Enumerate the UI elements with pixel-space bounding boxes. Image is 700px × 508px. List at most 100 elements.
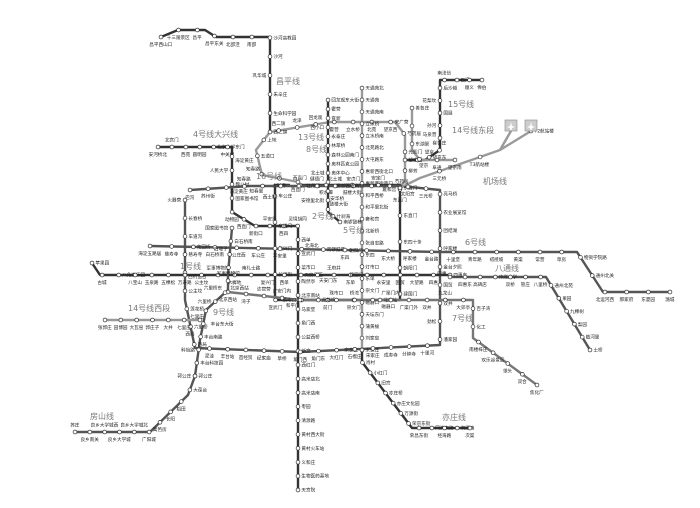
station[interactable]: 六里桥 [198,298,218,305]
station[interactable]: 角门西 [295,320,316,327]
station[interactable]: 东直门 [397,212,418,219]
station-marker[interactable] [256,245,261,251]
station[interactable]: 西单 [295,236,311,243]
station[interactable]: 健德门 [310,175,324,189]
station[interactable]: 果园 [556,296,572,302]
station[interactable]: 首经贸 [239,347,253,361]
station[interactable]: 石榴庄 [348,347,362,360]
station[interactable]: 天通苑 [359,97,380,104]
station-marker[interactable] [325,188,331,194]
station[interactable]: 西土城 [263,183,283,201]
station[interactable]: 天宫院 [295,487,316,494]
station[interactable]: 良乡大学城 [108,429,131,443]
station-marker[interactable] [447,274,453,280]
station[interactable]: 顺义 [465,77,475,91]
station[interactable]: 奥体中心 [325,170,350,177]
station-marker[interactable] [434,157,440,163]
station-marker[interactable] [325,170,331,176]
station[interactable]: 褡裢坡 [490,249,504,263]
station-marker[interactable] [417,157,422,162]
station[interactable]: 巩华城 [252,72,273,79]
station[interactable]: 虎坊桥 [316,297,336,304]
station-marker[interactable] [182,234,188,239]
station[interactable]: 次渠 [465,425,475,439]
station[interactable]: 北宫门 [165,136,179,150]
station[interactable]: 广渠门外 [400,297,419,311]
station[interactable]: 西二旗 [272,120,286,133]
station-marker[interactable] [166,317,171,323]
station[interactable]: 双井 [422,297,432,311]
station[interactable]: 芍药居 [387,178,409,189]
station-marker[interactable] [520,372,525,377]
station-marker[interactable] [211,144,216,150]
station-marker[interactable] [295,446,301,451]
station-marker[interactable] [359,169,365,174]
station[interactable]: 公主坟 [182,287,203,294]
station[interactable]: 肖村 [360,359,376,366]
station-marker[interactable] [157,420,163,425]
station-marker[interactable] [198,334,203,339]
station-marker[interactable] [470,324,476,329]
station-marker[interactable] [117,429,122,435]
station-marker[interactable] [315,272,320,278]
station[interactable]: 三元桥 [432,168,447,182]
line-line1[interactable] [91,262,450,277]
station-marker[interactable] [443,297,448,303]
station-marker[interactable] [188,324,193,329]
station[interactable]: 北京大学东门 [211,144,245,151]
station[interactable]: 西单 [280,272,290,286]
station[interactable]: 广渠门内 [381,289,400,303]
station-marker[interactable] [437,168,442,174]
station-marker[interactable] [406,421,411,426]
station-marker[interactable] [325,161,331,167]
station-marker[interactable] [295,432,301,437]
station-marker[interactable] [191,244,196,250]
station-marker[interactable] [375,380,381,386]
station-marker[interactable] [556,296,562,301]
station-marker[interactable] [267,110,273,116]
station-marker[interactable] [261,348,267,353]
station[interactable]: 磁器口 [359,299,380,306]
station[interactable]: 军事博物馆 [217,265,240,277]
station-marker[interactable] [405,184,411,190]
station-marker[interactable] [169,244,174,249]
station[interactable]: 东湖渠 [409,141,430,148]
station[interactable]: 天通苑北 [359,85,384,92]
station[interactable]: 莲花桥 [184,305,204,312]
station[interactable]: 古城 [97,272,107,286]
station-marker[interactable] [295,404,301,409]
station-marker[interactable] [325,198,331,203]
station[interactable]: 知春路 [246,165,265,177]
station-marker[interactable] [228,238,234,244]
station-marker[interactable] [325,179,331,185]
station[interactable]: 亦庄桥 [383,390,403,397]
station-marker[interactable] [295,223,300,229]
station-marker[interactable] [397,213,403,218]
station-marker[interactable] [667,289,673,295]
station[interactable]: 中关村 [220,144,235,158]
station[interactable]: 四惠 [437,270,453,280]
station[interactable]: 花梨坎 [422,97,443,104]
station-marker[interactable] [261,137,267,143]
station[interactable]: 分钟寺 [402,344,416,358]
station-marker[interactable] [226,265,231,270]
station-marker[interactable] [187,387,193,393]
station[interactable]: 苏庄 [70,421,80,435]
station[interactable]: 复兴门 [272,245,293,252]
station-marker[interactable] [414,272,420,278]
station-marker[interactable] [359,347,365,353]
line-changping[interactable] [160,28,272,132]
station-marker[interactable] [183,144,189,150]
station-marker[interactable] [243,347,249,353]
station-marker[interactable] [325,97,331,103]
station-marker[interactable] [423,186,429,191]
station[interactable]: 回龙观东大街 [325,97,359,104]
station-marker[interactable] [386,248,391,254]
station[interactable]: 沙河 [267,53,283,60]
station-marker[interactable] [179,399,184,404]
station-marker[interactable] [195,27,200,33]
station[interactable]: 柳芳 [402,167,418,174]
station[interactable]: 七里庄 [177,317,191,331]
station-marker[interactable] [298,349,303,355]
station[interactable]: 经海路 [437,425,452,439]
